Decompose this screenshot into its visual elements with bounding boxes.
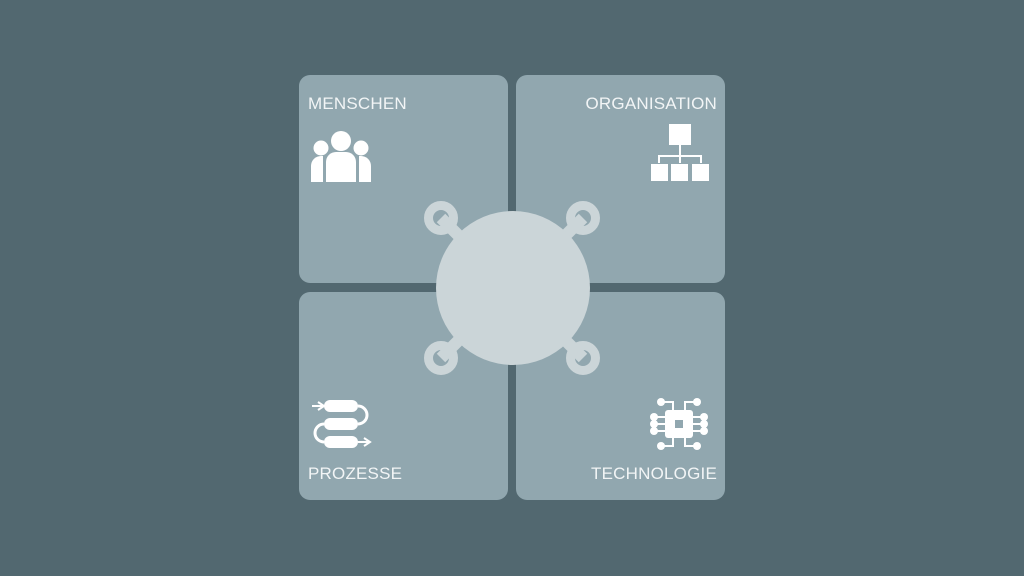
quadrant-label: PROZESSE: [308, 464, 403, 483]
quadrant-label: TECHNOLOGIE: [591, 464, 717, 483]
connector-ring: [424, 341, 458, 375]
connector-ring: [424, 201, 458, 235]
quadrant-label: ORGANISATION: [585, 94, 717, 113]
quadrant-menschen: MENSCHEN: [299, 75, 508, 283]
hub-circle: [436, 211, 590, 365]
process-flow-icon: [312, 400, 372, 448]
org-chart-icon: [651, 124, 709, 181]
chip-icon: [650, 398, 708, 450]
connector-ring: [566, 341, 600, 375]
quadrant-label: MENSCHEN: [308, 94, 407, 113]
connector-ring: [566, 201, 600, 235]
people-icon: [311, 131, 371, 182]
